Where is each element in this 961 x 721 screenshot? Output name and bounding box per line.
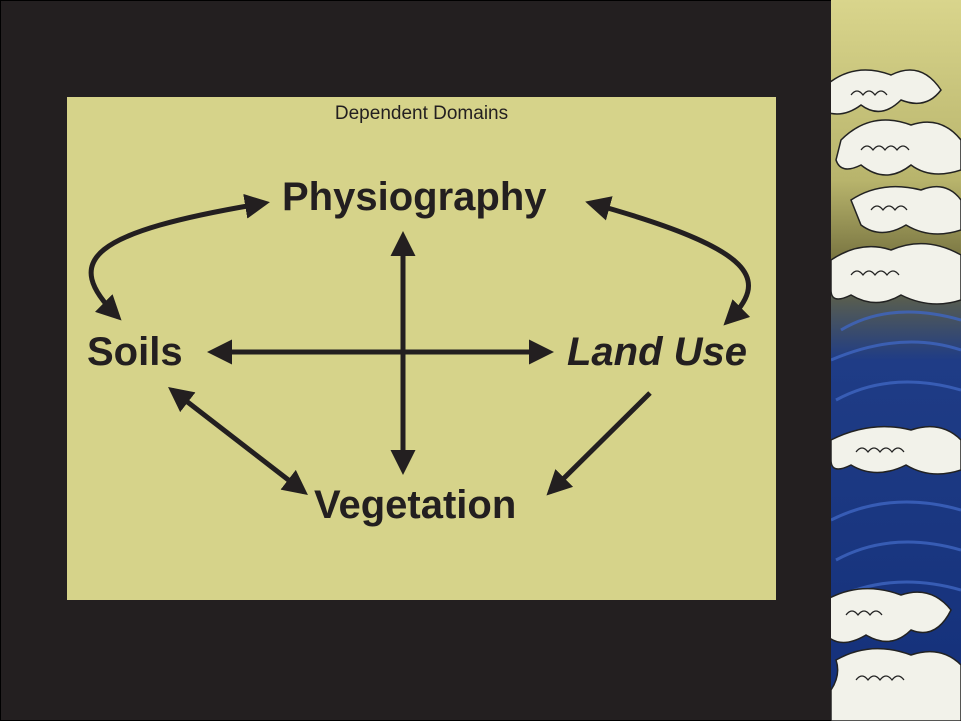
arrow-soils-physiography (88, 193, 270, 321)
node-physiography: Physiography (282, 175, 547, 219)
arrow-landuse-vegetation (546, 391, 652, 496)
node-land-use: Land Use (567, 330, 748, 374)
arrow-soils-vegetation (168, 386, 308, 496)
node-vegetation: Vegetation (314, 483, 517, 527)
slide-title: Dependent Domains (334, 103, 509, 124)
great-wave-icon (831, 0, 961, 721)
arrow-physiography-landuse (585, 196, 751, 326)
node-soils: Soils (87, 330, 183, 374)
